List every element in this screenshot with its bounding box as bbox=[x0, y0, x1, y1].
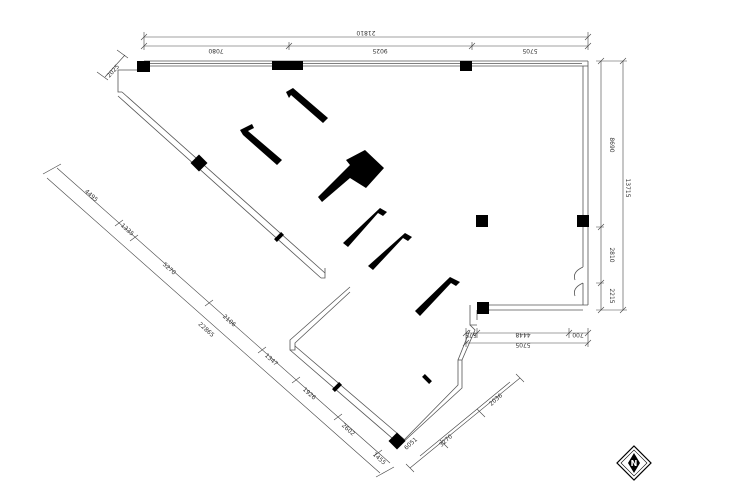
dimension-bottom-overall: 5705 bbox=[515, 341, 530, 348]
right-dimension-chain: 8690 2810 2215 13715 bbox=[596, 57, 631, 314]
columns bbox=[137, 61, 589, 450]
column bbox=[388, 432, 406, 450]
wall-upper-left-end bbox=[321, 268, 326, 279]
column bbox=[272, 61, 303, 70]
column bbox=[274, 232, 284, 242]
dimension-diagonal-overall: 22865 bbox=[197, 321, 216, 339]
upper-left-dimension: 2025 bbox=[96, 49, 129, 81]
dimension-top-segment: 9025 bbox=[372, 47, 387, 54]
dimension-right-overall: 13715 bbox=[624, 178, 631, 197]
dimension-diagonal-segment: 1926 bbox=[301, 386, 317, 402]
dimension-diagonal-segment: 2602 bbox=[340, 422, 356, 438]
compass-diamond-icon: N bbox=[616, 445, 652, 481]
wall-top bbox=[144, 60, 588, 67]
dimension-right-segment: 8690 bbox=[608, 137, 615, 152]
diagonal-dimension-chain: 4495 1335 5270 2106 1347 1926 2602 1455 … bbox=[42, 163, 395, 478]
north-label: N bbox=[631, 459, 638, 468]
wall-notch bbox=[469, 305, 478, 326]
column bbox=[190, 154, 208, 172]
fixture-l-shape bbox=[286, 88, 328, 123]
dimension-right-segment: 2810 bbox=[608, 247, 615, 262]
dimension-diagonal-segment: 2106 bbox=[221, 313, 237, 329]
column bbox=[477, 302, 489, 314]
fixtures bbox=[240, 88, 460, 316]
fixture-chevron bbox=[318, 150, 384, 202]
dimension-bottom-segment: 700 bbox=[572, 331, 584, 338]
wall-lower-left bbox=[289, 345, 406, 446]
dimension-right-segment: 2215 bbox=[608, 288, 615, 303]
wall-lower-right bbox=[399, 359, 463, 446]
dimension-bottom-segment: 575 bbox=[465, 331, 477, 338]
column bbox=[137, 61, 150, 72]
dimension-lower-right: 2036 bbox=[488, 392, 504, 408]
wall-mid-left bbox=[289, 286, 351, 351]
dimension-diagonal-segment: 4495 bbox=[83, 188, 99, 204]
dimension-top-overall: 21810 bbox=[356, 29, 375, 36]
column bbox=[422, 374, 432, 384]
fixture-l-shape bbox=[343, 208, 387, 247]
dimension-diagonal-segment: 5270 bbox=[161, 261, 177, 277]
dimension-top-segment: 5705 bbox=[522, 47, 537, 54]
column bbox=[332, 382, 342, 392]
dimension-top-segment: 7080 bbox=[208, 47, 223, 54]
bottom-dimension-chain: 575 4448 700 5705 bbox=[462, 328, 592, 348]
column bbox=[460, 61, 472, 71]
dimension-diagonal-segment: 1455 bbox=[371, 451, 387, 467]
top-dimension-chain: 21810 7080 9025 5705 bbox=[140, 29, 592, 54]
column bbox=[577, 215, 589, 227]
fixture-l-shape bbox=[415, 277, 460, 316]
wall-bottom-right bbox=[477, 304, 588, 311]
walls bbox=[117, 60, 589, 446]
door-arcs bbox=[573, 266, 589, 305]
dimension-upper-left: 2025 bbox=[106, 63, 122, 79]
dimension-diagonal-segment: 1347 bbox=[263, 352, 279, 368]
column bbox=[476, 215, 488, 227]
dimension-bottom-segment: 4448 bbox=[515, 331, 530, 338]
wall-right bbox=[582, 61, 589, 267]
fixture-l-shape bbox=[368, 233, 412, 270]
fixture-l-shape bbox=[240, 124, 282, 165]
